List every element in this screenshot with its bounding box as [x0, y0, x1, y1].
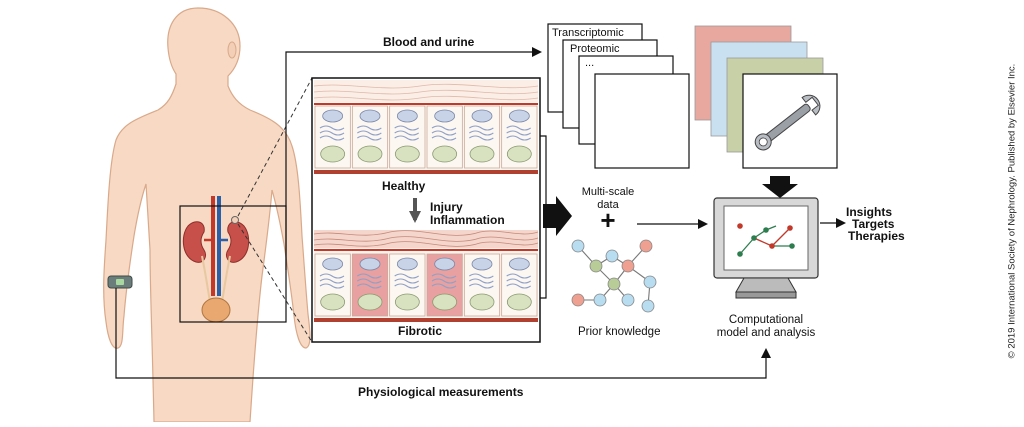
- epithelial-cell: [389, 105, 426, 169]
- targets-label: Targets: [852, 217, 895, 231]
- network-node: [621, 293, 635, 307]
- omics-stack: [547, 23, 690, 169]
- tissue-bracket: [540, 135, 547, 299]
- fibrotic-label: Fibrotic: [398, 324, 442, 338]
- healthy-cell-layer: [314, 102, 538, 170]
- epithelial-cell: [389, 253, 426, 317]
- network-node: [621, 259, 635, 273]
- network-node: [593, 293, 607, 307]
- wrench-icon: [754, 94, 821, 151]
- blood-urine-arrow: [285, 47, 542, 270]
- bladder: [201, 297, 231, 323]
- healthy-tissue: [313, 80, 539, 174]
- epithelial-cell: [501, 253, 538, 317]
- zoom-line-bottom: [237, 223, 313, 343]
- tissue-to-data-arrow: [543, 196, 572, 236]
- zoom-line-top: [237, 77, 313, 217]
- healthy-apical-border: [314, 170, 538, 174]
- computer-monitor: [713, 197, 819, 299]
- network-node: [605, 249, 619, 263]
- network-node: [643, 275, 657, 289]
- tools-to-model-arrow: [762, 176, 798, 198]
- inflammation-label: Inflammation: [430, 213, 505, 227]
- physiological-arrow: [115, 288, 771, 379]
- ear: [227, 41, 237, 59]
- network-node: [639, 239, 653, 253]
- epithelial-cell: [426, 253, 463, 317]
- proteomic-label: Proteomic: [570, 43, 620, 55]
- epithelial-cell: [463, 253, 501, 317]
- network-node: [571, 239, 585, 253]
- omics-front-card: [594, 73, 690, 169]
- fibrotic-tissue: [313, 230, 539, 322]
- prior-knowledge-network: [571, 239, 657, 313]
- blood-urine-label: Blood and urine: [383, 35, 475, 49]
- tool-panels: [694, 25, 838, 169]
- therapies-label: Therapies: [848, 229, 905, 243]
- tissue-panel: [311, 77, 541, 343]
- screen-graph: [737, 223, 795, 257]
- multiscale-label-line2: data: [597, 199, 619, 211]
- network-node: [589, 259, 603, 273]
- transcriptomic-label: Transcriptomic: [552, 27, 624, 39]
- monitor-stand: [735, 277, 797, 293]
- fibrotic-cell-layer: [314, 248, 538, 318]
- epithelial-cell: [351, 253, 389, 317]
- injury-label: Injury: [430, 200, 463, 214]
- monitor-base: [735, 291, 797, 299]
- computational-label-line2: model and analysis: [716, 327, 816, 339]
- copyright-text: © 2019 International Society of Nephrolo…: [1006, 63, 1018, 359]
- wristband-display: [116, 279, 124, 285]
- epithelial-cell: [426, 105, 463, 169]
- network-node: [641, 299, 655, 313]
- omics-connector: [586, 154, 594, 190]
- ellipsis-label: ...: [585, 57, 595, 69]
- insights-label: Insights: [846, 205, 893, 219]
- epithelial-cell: [314, 253, 351, 317]
- monitor-screen: [723, 205, 809, 271]
- epithelial-cell: [501, 105, 538, 169]
- epithelial-cell: [463, 105, 501, 169]
- urinary-system: [182, 196, 250, 323]
- body-silhouette: [103, 7, 311, 423]
- computational-label-line1: Computational: [728, 314, 804, 326]
- epithelial-cell: [351, 105, 389, 169]
- plus-sign: +: [600, 205, 616, 235]
- healthy-label: Healthy: [382, 179, 426, 193]
- tissue-sample-marker: [231, 216, 239, 224]
- epithelial-cell: [314, 105, 351, 169]
- multiscale-label-line1: Multi-scale: [581, 186, 635, 198]
- fibrotic-apical-border: [314, 318, 538, 322]
- network-node: [607, 277, 621, 291]
- prior-knowledge-label: Prior knowledge: [578, 326, 661, 338]
- human-body-figure: [103, 7, 311, 423]
- network-node: [571, 293, 585, 307]
- physiological-label: Physiological measurements: [358, 385, 524, 399]
- left-kidney: [182, 221, 207, 263]
- fibrotic-interstitium: [314, 230, 538, 248]
